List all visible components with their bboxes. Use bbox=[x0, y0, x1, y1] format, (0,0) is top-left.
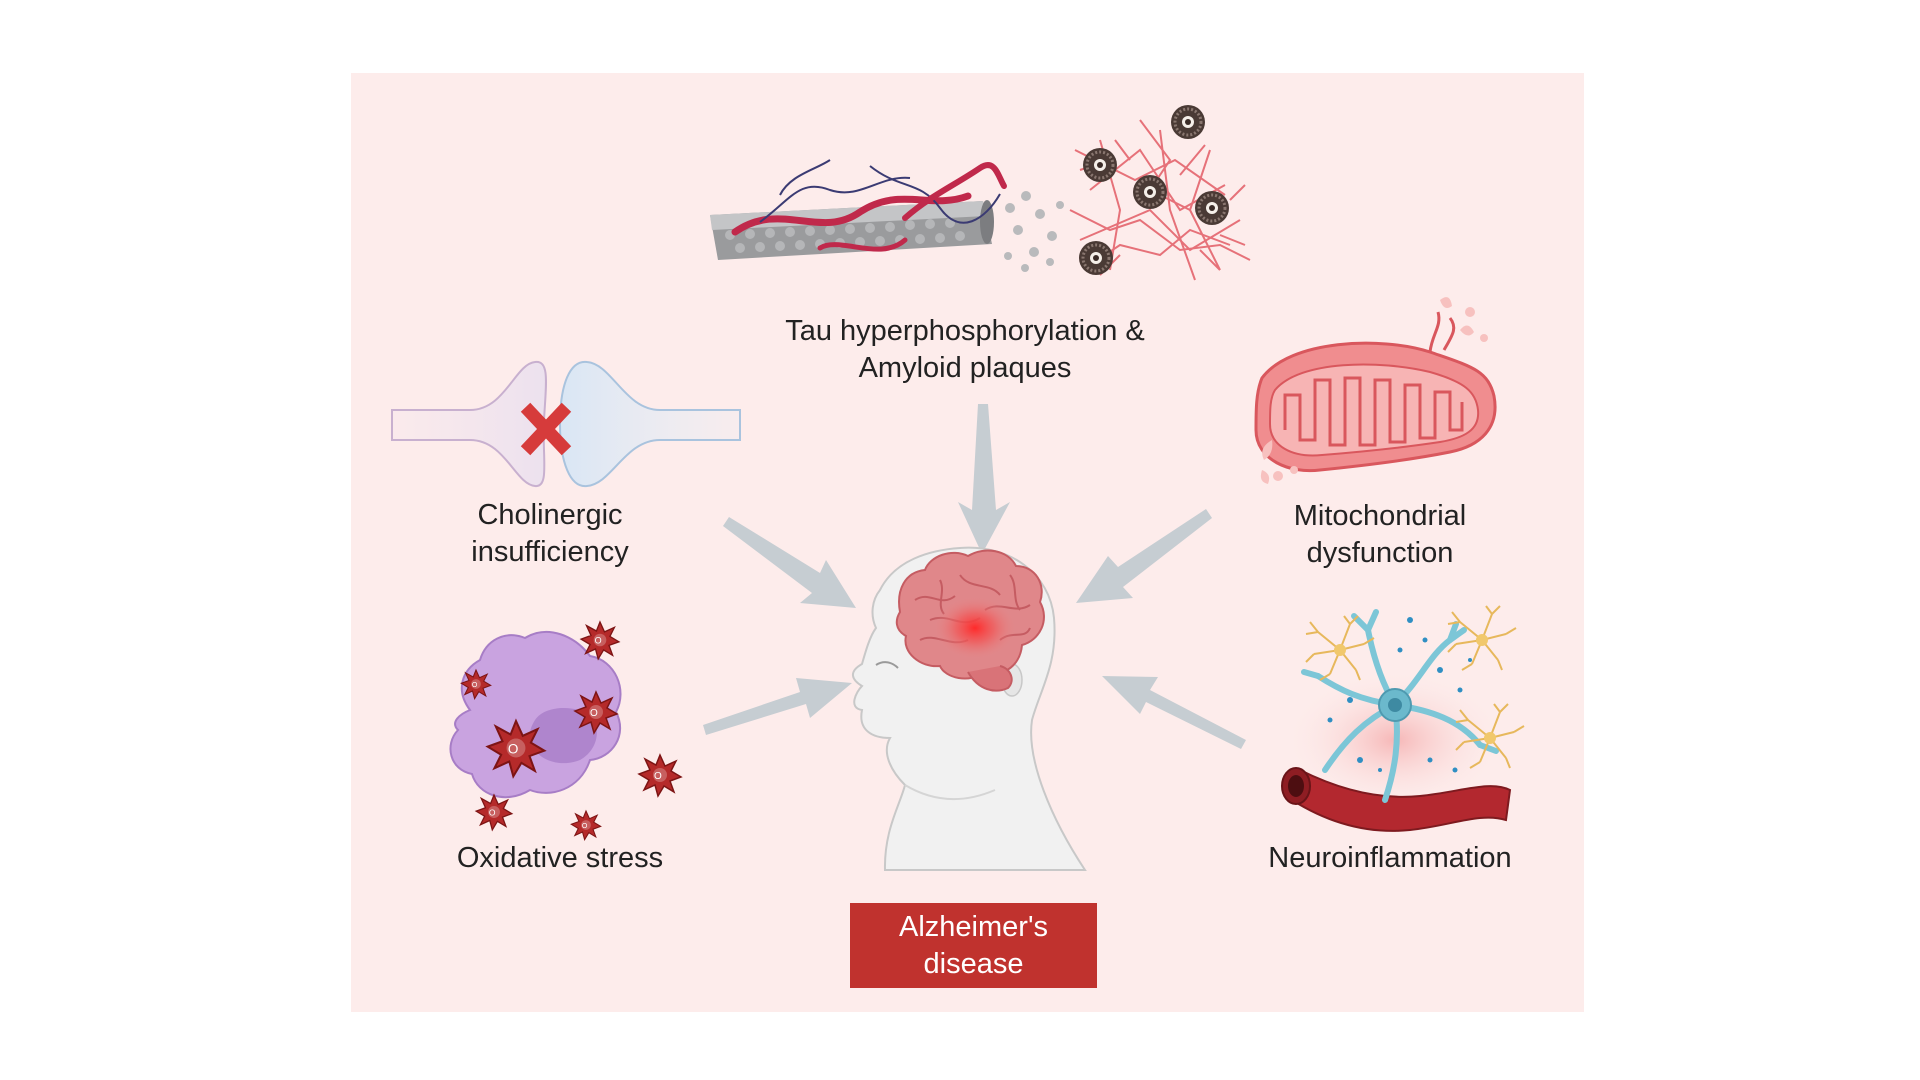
label-mitochondrial: Mitochondrial dysfunction bbox=[1255, 498, 1505, 572]
blocked-synapse-icon bbox=[391, 360, 741, 488]
arrow-from-mitochondrial bbox=[1076, 509, 1212, 603]
arrow-from-tau bbox=[958, 404, 1010, 554]
arrow-from-cholinergic bbox=[723, 517, 856, 608]
label-neuroinflammation-line1: Neuroinflammation bbox=[1268, 842, 1512, 874]
label-oxidative-line1: Oxidative stress bbox=[456, 842, 664, 874]
label-tau-amyloid: Tau hyperphosphorylation & Amyloid plaqu… bbox=[750, 313, 1180, 387]
center-label-line2: disease bbox=[923, 947, 1024, 980]
microtubule-amyloid-plaque-icon bbox=[710, 103, 1251, 281]
label-mitochondrial-line1: Mitochondrial bbox=[1293, 500, 1467, 532]
center-label-line1: Alzheimer's bbox=[899, 910, 1048, 943]
damaged-mitochondrion-icon bbox=[1254, 297, 1497, 484]
red-x-icon bbox=[520, 402, 572, 456]
arrow-from-neuroinflammation bbox=[1102, 676, 1246, 749]
alzheimers-disease-box: Alzheimer's disease bbox=[850, 903, 1097, 988]
label-tau-line2: Amyloid plaques bbox=[858, 352, 1072, 384]
arrow-from-oxidative bbox=[703, 678, 852, 735]
label-neuroinflammation: Neuroinflammation bbox=[1235, 840, 1545, 877]
cell-with-superoxide-radicals-icon bbox=[449, 621, 682, 841]
label-cholinergic: Cholinergic insufficiency bbox=[430, 497, 670, 571]
label-oxidative-stress: Oxidative stress bbox=[430, 840, 690, 877]
label-cholinergic-line1: Cholinergic bbox=[477, 499, 623, 531]
glia-and-blood-vessel-icon bbox=[1281, 605, 1525, 832]
label-mitochondrial-line2: dysfunction bbox=[1306, 537, 1454, 569]
label-tau-line1: Tau hyperphosphorylation & bbox=[785, 315, 1145, 347]
label-cholinergic-line2: insufficiency bbox=[471, 536, 629, 568]
head-with-brain-icon bbox=[852, 546, 1087, 871]
